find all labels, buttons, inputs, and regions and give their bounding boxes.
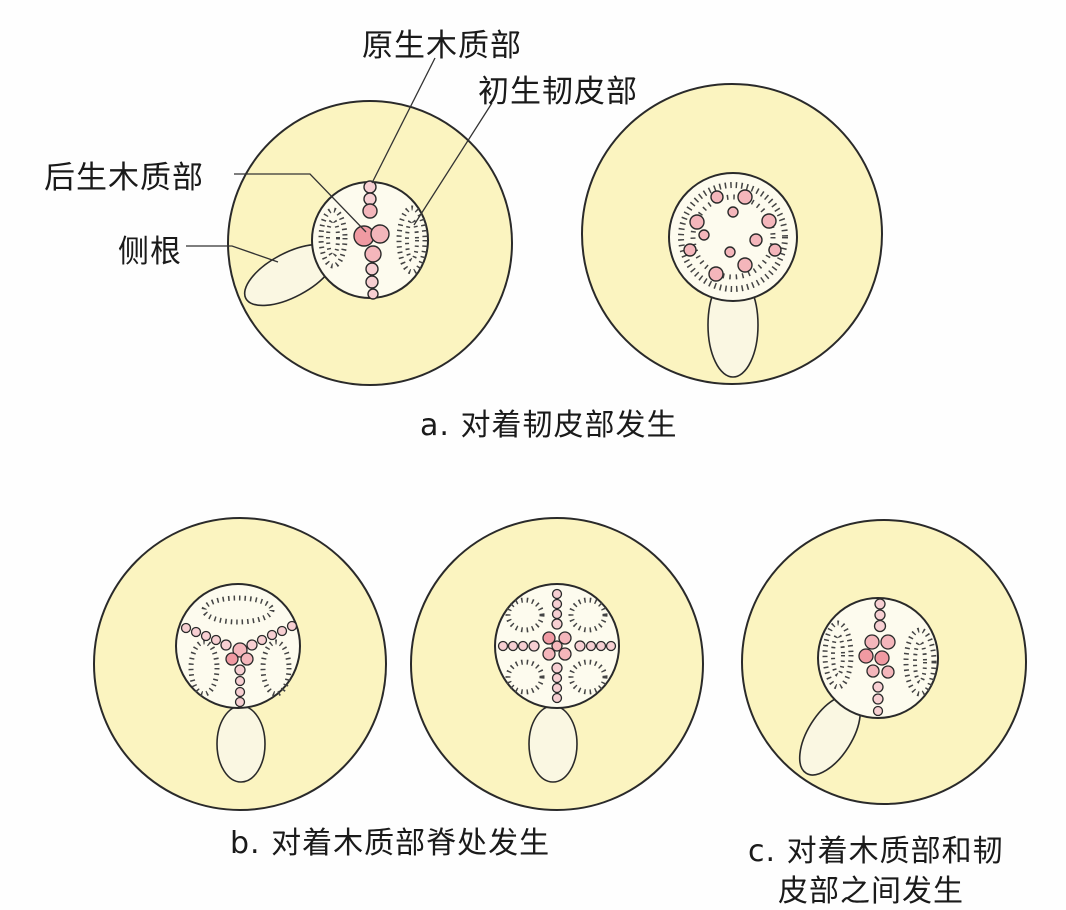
diagram-c <box>742 520 1026 804</box>
label-protoxylem: 原生木质部 <box>362 20 522 65</box>
caption-c-line1: c. 对着木质部和韧 <box>748 826 1004 870</box>
diagram-b1 <box>94 518 386 810</box>
diagram-b2 <box>411 518 703 810</box>
caption-c-line2: 皮部之间发生 <box>778 866 964 910</box>
label-lateral-root: 侧根 <box>118 226 182 271</box>
label-primary-phloem: 初生韧皮部 <box>478 66 638 111</box>
lateral-root-b1 <box>217 706 265 782</box>
stele-a2 <box>669 173 797 301</box>
diagram-a1 <box>186 58 512 385</box>
lateral-root-b2 <box>529 706 577 782</box>
caption-a: a. 对着韧皮部发生 <box>420 400 677 444</box>
caption-b: b. 对着木质部脊处发生 <box>230 818 550 862</box>
label-metaxylem: 后生木质部 <box>44 152 204 197</box>
diagram-a2 <box>582 84 882 384</box>
